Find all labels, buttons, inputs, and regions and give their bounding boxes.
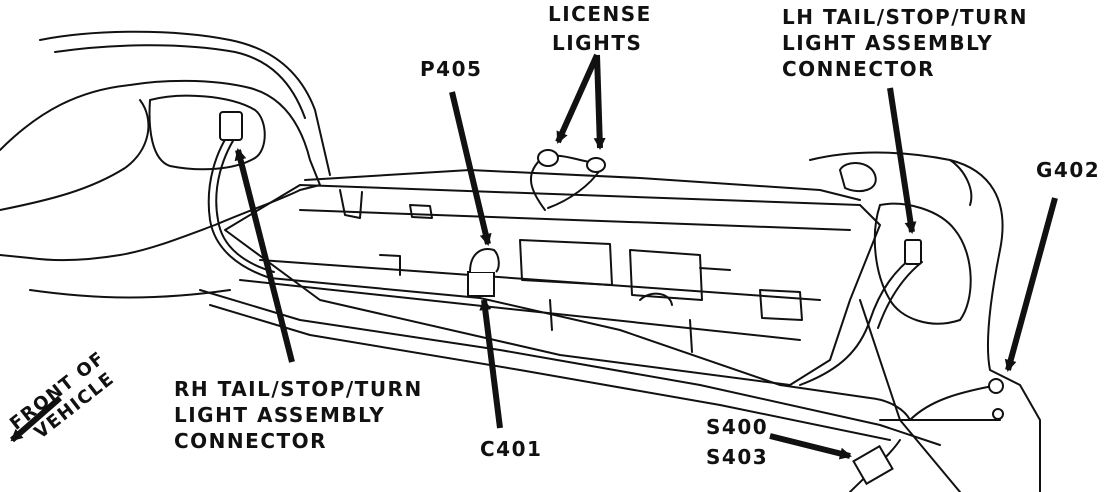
rear-body-panel (224, 184, 881, 386)
lh-connector-label: LH TAIL/STOP/TURN LIGHT ASSEMBLY CONNECT… (782, 5, 1029, 81)
left-quarter-panel (0, 79, 321, 262)
license-arrow-right (593, 54, 606, 150)
license-lights-label: LICENSE LIGHTS (548, 2, 652, 55)
license-lamp-left (537, 149, 559, 167)
ground-harness (909, 384, 999, 421)
rh-lamp-connector (219, 111, 243, 141)
c401-arrow (479, 298, 503, 429)
right-lamp-opening (873, 202, 972, 325)
p405-arrow (449, 91, 492, 246)
lh-lamp-connector (904, 239, 922, 265)
splice-label: S400 S403 (706, 415, 769, 469)
right-quarter-panel (809, 151, 1041, 492)
c401-connector (467, 271, 495, 297)
license-arrow-left (555, 53, 600, 144)
left-trunk-edge (39, 30, 331, 176)
c401-label: C401 (480, 437, 543, 461)
s400-arrow (769, 433, 852, 460)
rh-connector-arrow (234, 148, 295, 363)
s400-s403-splice (852, 444, 894, 486)
g402-arrow (1004, 197, 1058, 372)
rear-body-panel-top (304, 169, 861, 201)
rh-harness (207, 124, 911, 421)
lh-connector-arrow (887, 87, 917, 234)
left-quarter-inner (0, 99, 150, 211)
bumper-lower-edge (199, 289, 941, 446)
p405-label: P405 (420, 57, 483, 81)
lh-harness (799, 254, 916, 386)
g402-label: G402 (1036, 158, 1101, 182)
rh-connector-label: RH TAIL/STOP/TURN LIGHT ASSEMBLY CONNECT… (174, 377, 423, 453)
g402-ground-eyelet (988, 378, 1004, 394)
license-lamp-right (586, 157, 606, 173)
mount-screw (992, 408, 1004, 420)
left-lamp-opening (148, 94, 266, 171)
p405-clip (469, 248, 500, 273)
front-arrow (10, 395, 62, 443)
